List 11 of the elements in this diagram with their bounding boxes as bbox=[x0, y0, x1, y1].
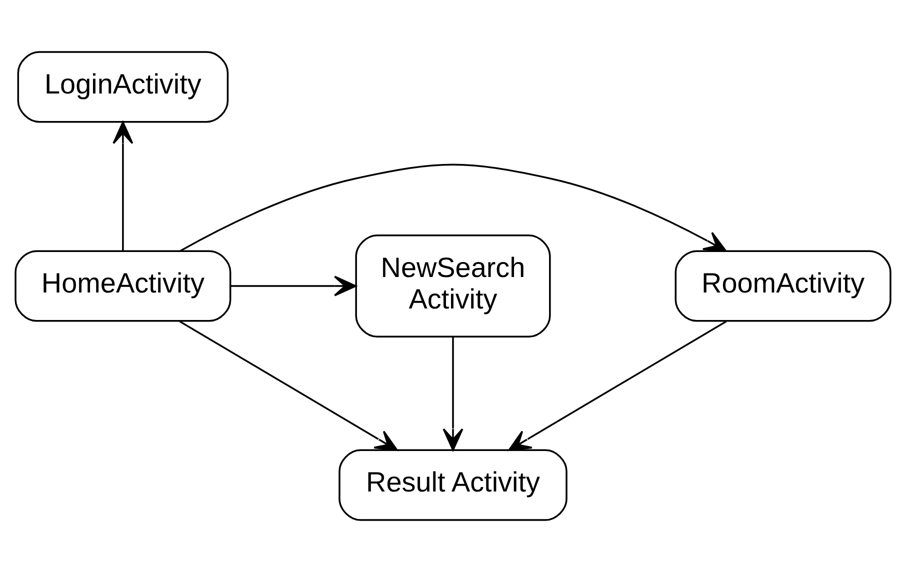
node-box: Result Activity bbox=[338, 449, 568, 521]
node-box: RoomActivity bbox=[674, 250, 892, 322]
arrow bbox=[230, 276, 357, 296]
arrow bbox=[442, 337, 464, 451]
arrow bbox=[180, 164, 727, 252]
arrow bbox=[179, 320, 398, 452]
arrow bbox=[508, 320, 727, 452]
node-box: LoginActivity bbox=[17, 51, 229, 123]
arrow bbox=[112, 121, 134, 252]
node-box: HomeActivity bbox=[14, 250, 232, 322]
node-box: NewSearch Activity bbox=[355, 234, 551, 338]
